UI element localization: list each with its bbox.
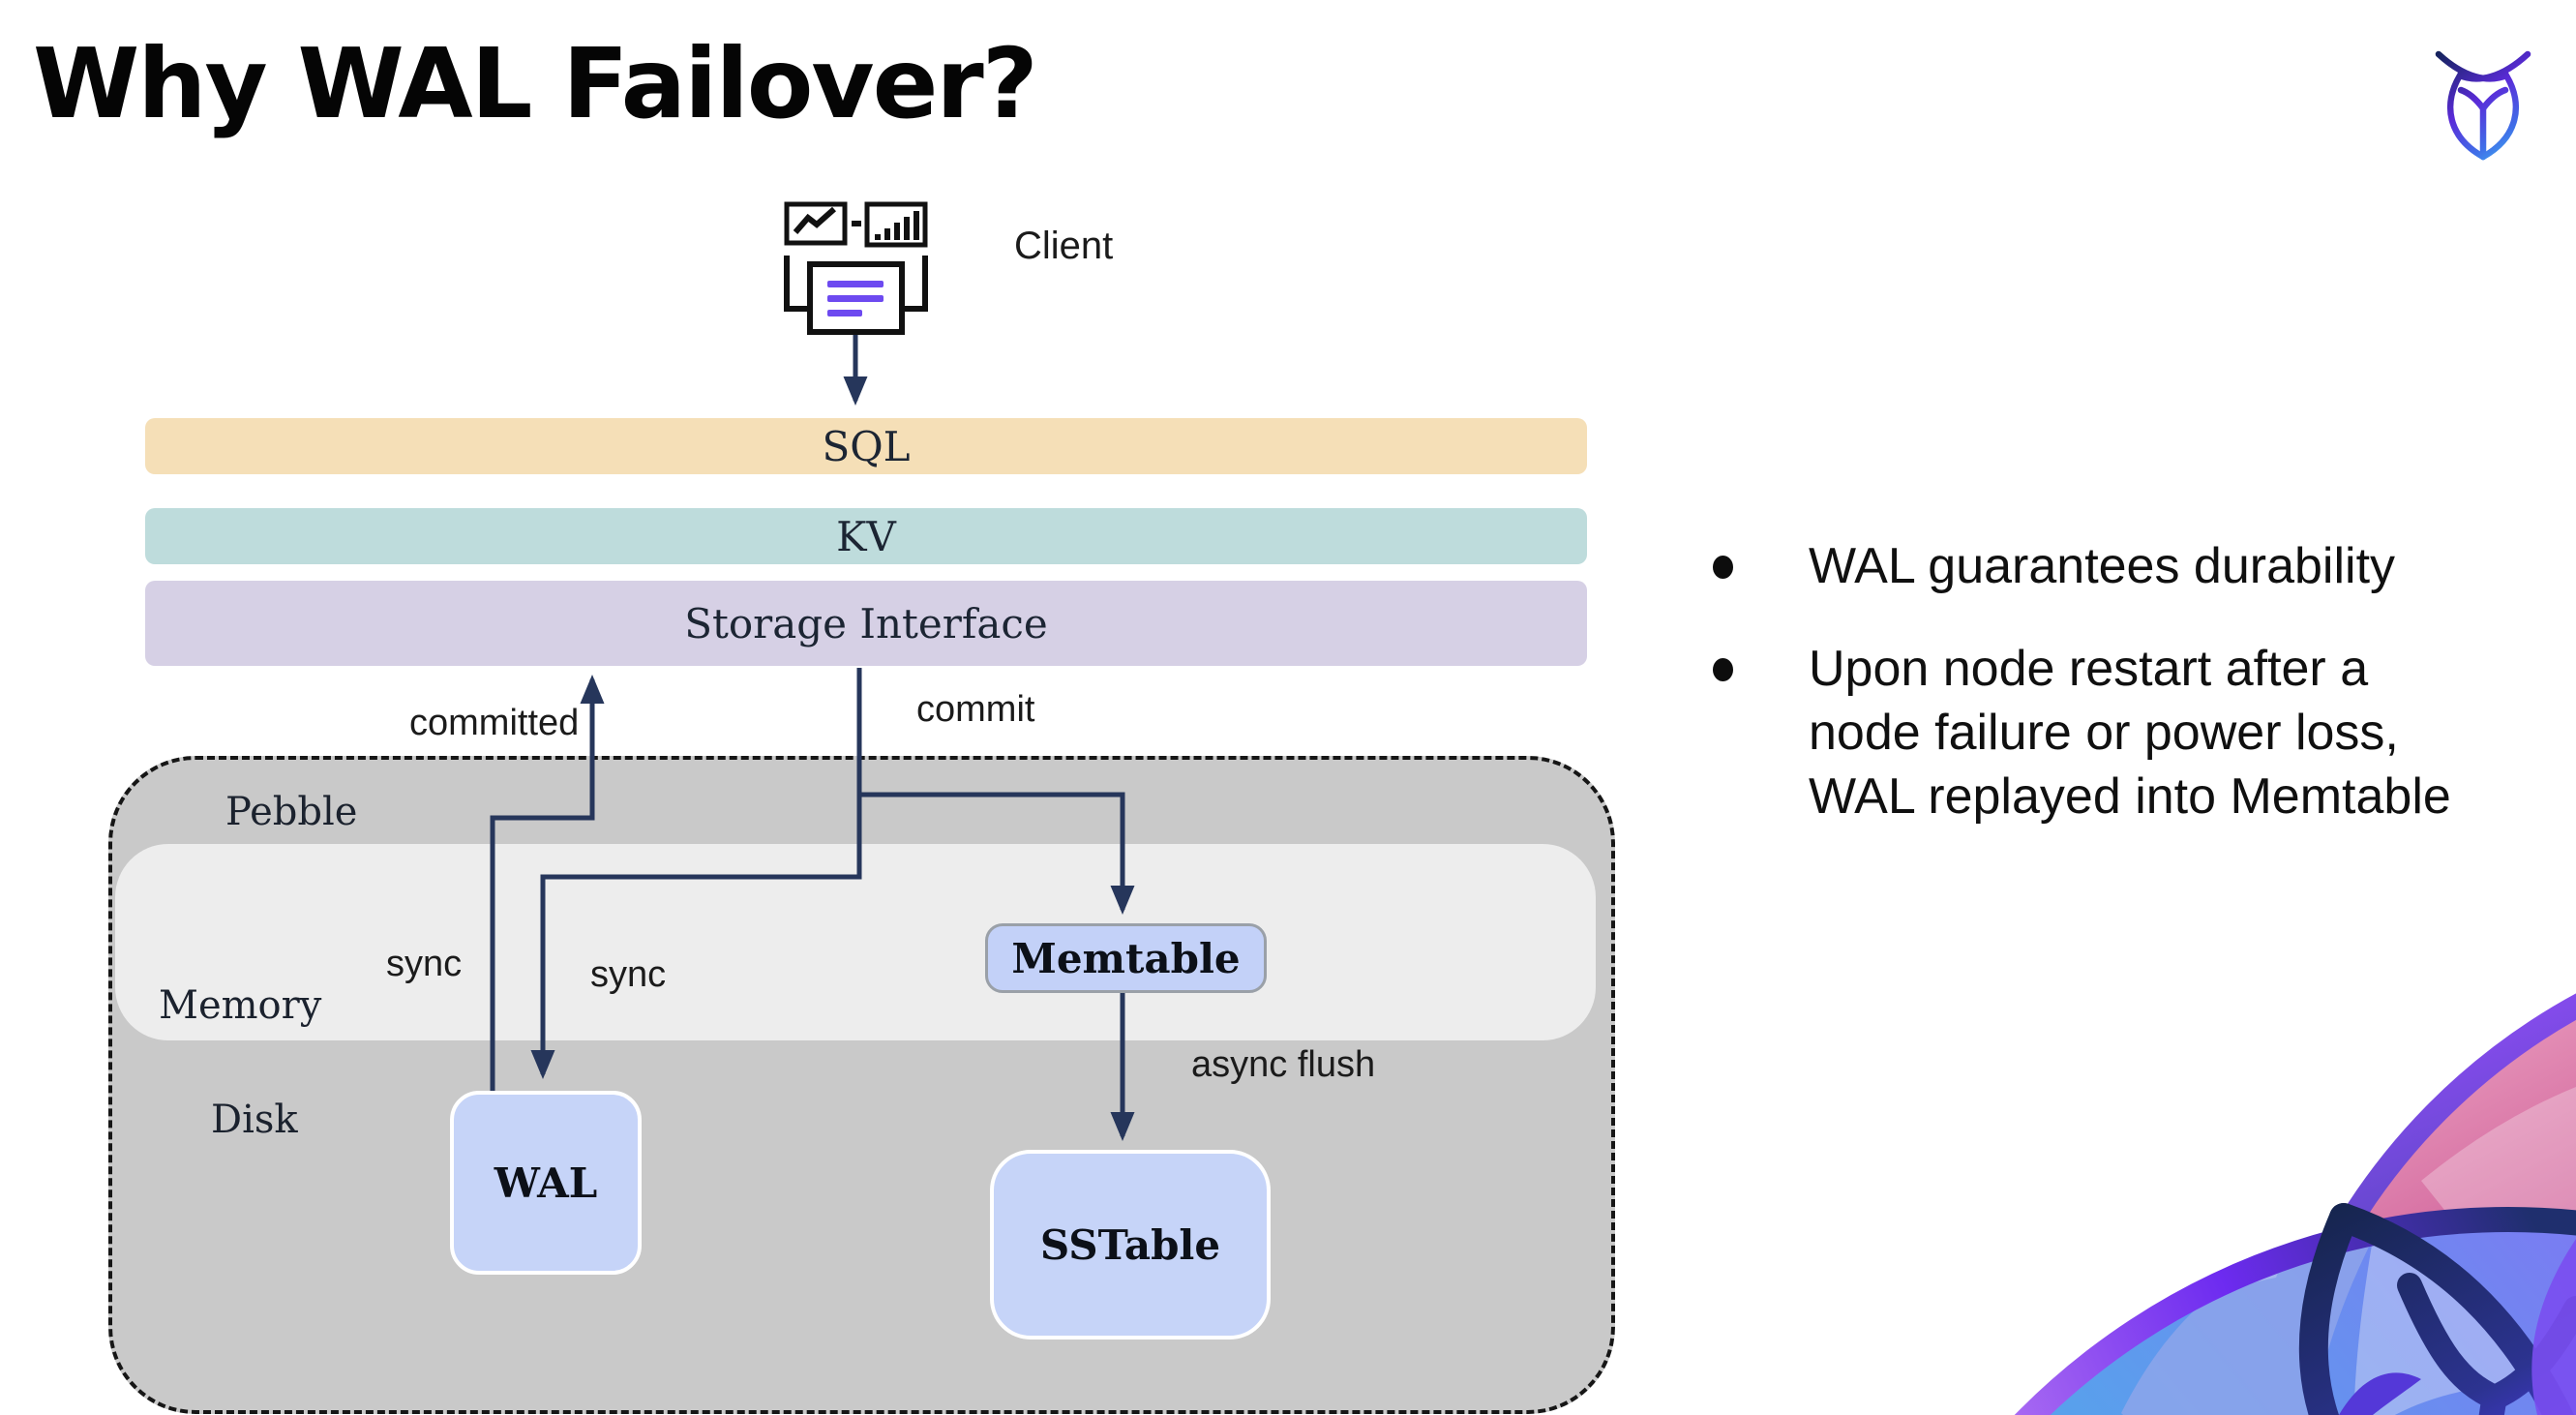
memory-label: Memory bbox=[159, 983, 322, 1028]
committed-edge-label: committed bbox=[409, 703, 580, 743]
wal-node: WAL bbox=[450, 1091, 642, 1275]
bullet-dot-icon bbox=[1713, 658, 1733, 681]
bullet-item: Upon node restart after a node failure o… bbox=[1713, 637, 2451, 828]
sstable-node: SSTable bbox=[990, 1150, 1271, 1340]
kv-layer-label: KV bbox=[836, 512, 896, 560]
storage-interface-label: Storage Interface bbox=[684, 599, 1048, 647]
commit-edge-label: commit bbox=[916, 689, 1035, 730]
memtable-node-label: Memtable bbox=[1011, 934, 1241, 982]
bullet-text: WAL guarantees durability bbox=[1809, 538, 2396, 594]
document-icon bbox=[807, 261, 905, 335]
bullet-dot-icon bbox=[1713, 556, 1733, 579]
bullet-text: Upon node restart after a node failure o… bbox=[1809, 641, 2451, 825]
bullet-item: WAL guarantees durability bbox=[1713, 534, 2395, 598]
committed-arrow bbox=[490, 675, 605, 1091]
storage-interface-layer-bar: Storage Interface bbox=[145, 581, 1587, 666]
client-computer-icon bbox=[784, 201, 928, 335]
disk-label: Disk bbox=[211, 1098, 298, 1142]
wal-node-label: WAL bbox=[494, 1159, 598, 1207]
bar-chart-icon bbox=[864, 201, 928, 248]
client-label: Client bbox=[1014, 225, 1114, 267]
sync-left-edge-label: sync bbox=[386, 944, 463, 984]
dash-connector bbox=[852, 221, 861, 226]
line-chart-icon bbox=[784, 201, 848, 246]
blue-sphere-rim bbox=[2014, 1207, 2576, 1415]
purple-leaf bbox=[2531, 1239, 2576, 1415]
cockroachdb-logo-icon bbox=[2435, 50, 2531, 161]
kv-layer-bar: KV bbox=[145, 508, 1587, 564]
left-bracket-icon bbox=[784, 256, 807, 312]
sync-right-edge-label: sync bbox=[590, 954, 667, 995]
commit-to-memtable-arrow bbox=[859, 792, 1135, 915]
right-bracket-icon bbox=[905, 256, 928, 312]
decorative-brand-graphic bbox=[2014, 993, 2576, 1415]
indigo-wedge bbox=[2339, 1372, 2421, 1415]
sstable-node-label: SSTable bbox=[1039, 1220, 1221, 1269]
sql-layer-label: SQL bbox=[822, 422, 911, 470]
memtable-node: Memtable bbox=[985, 923, 1267, 993]
page-title: Why WAL Failover? bbox=[33, 27, 1038, 140]
async-flush-edge-label: async flush bbox=[1191, 1044, 1376, 1085]
commit-sync-to-wal-arrow bbox=[530, 668, 862, 1079]
sql-layer-bar: SQL bbox=[145, 418, 1587, 474]
pebble-label: Pebble bbox=[225, 790, 358, 834]
